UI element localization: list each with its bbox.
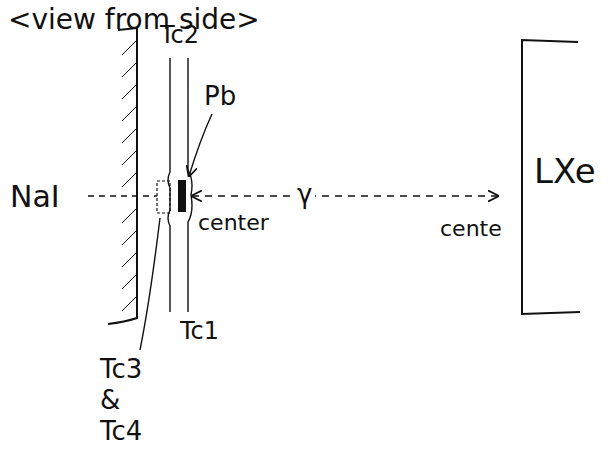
part-label: LXe [534, 152, 596, 191]
part-label: NaI [10, 180, 60, 215]
part-label: Tc2 [160, 22, 199, 50]
part-label: Pb [204, 82, 236, 112]
particle-label: γ [294, 180, 315, 210]
nai-plate [108, 28, 137, 324]
view-title: <view from side> [8, 4, 260, 36]
pb-pointer [189, 114, 212, 176]
tc3-tc4-counter [157, 181, 170, 213]
part-label: Tc1 [180, 318, 219, 346]
position-label: center [198, 210, 269, 235]
axis-line [88, 195, 157, 196]
gamma-ray [192, 195, 498, 196]
part-label: Tc3 & Tc4 [100, 354, 142, 448]
pb-block [178, 180, 186, 212]
trigger-counters [168, 58, 192, 312]
tc3-leader [140, 218, 160, 350]
position-label: cente [440, 216, 502, 241]
